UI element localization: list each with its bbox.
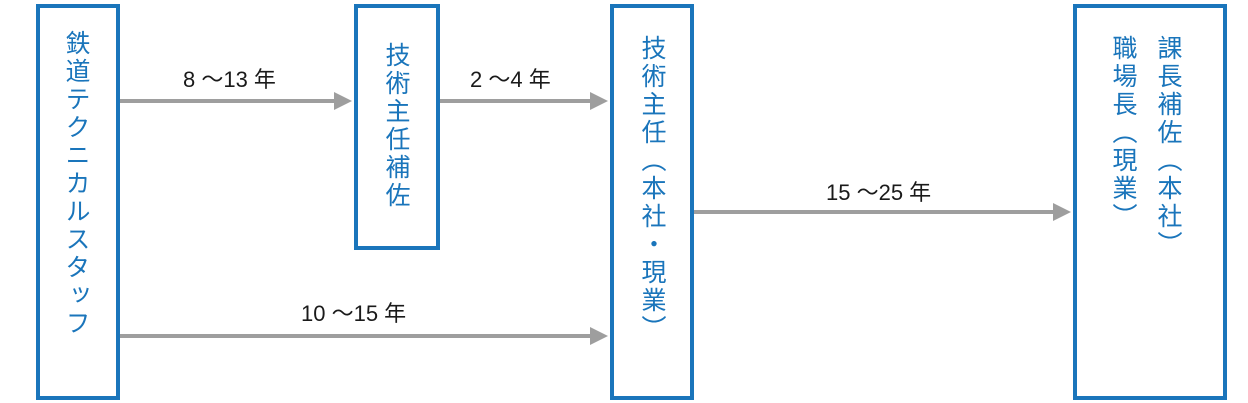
node-tech-staff [36,4,120,400]
arrow-staff-to-chief [120,327,608,345]
node-tech-staff-label: 鉄道テクニカルスタッフ [62,30,91,338]
node-chief [610,4,694,400]
arrow-assistant-to-chief [440,92,608,110]
node-section-chief-assistant-label: 課長補佐（本社） [1154,35,1183,259]
node-chief-label: 技術主任（本社・現業） [638,35,667,343]
edge-label-assistant-to-chief: 2 〜4 年 [470,67,551,92]
node-assistant-chief [354,4,440,250]
edge-label-staff-to-chief: 10 〜15 年 [301,301,407,326]
node-assistant-chief-label: 技術主任補佐 [382,42,411,210]
edge-label-staff-to-assistant: 8 〜13 年 [183,67,276,92]
arrow-chief-to-manager [694,203,1071,221]
arrow-staff-to-assistant [120,92,352,110]
edge-label-chief-to-manager: 15 〜25 年 [826,180,932,205]
node-manager [1073,4,1227,400]
node-workplace-chief-label: 職場長（現業） [1109,35,1138,231]
